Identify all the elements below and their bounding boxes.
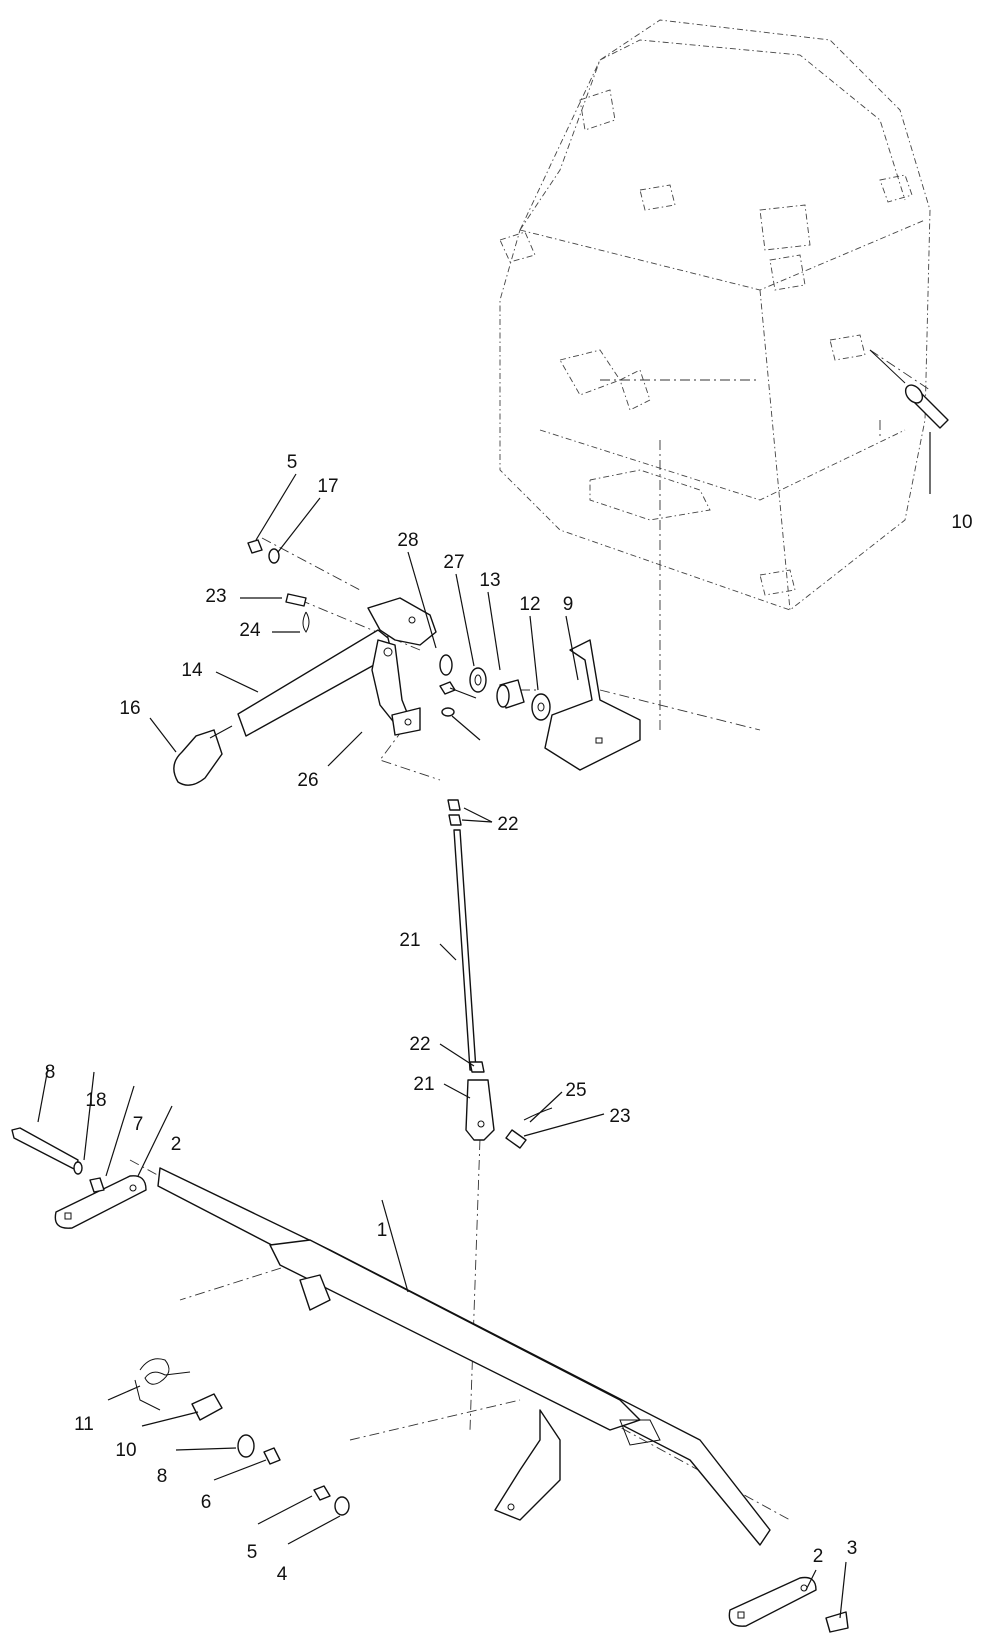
callout-8: 10: [115, 1440, 136, 1461]
callout-25: 27: [443, 552, 464, 573]
rod-part-20: [447, 799, 485, 1073]
callout-26: 28: [397, 530, 418, 551]
callout-24: 26: [297, 770, 318, 791]
callout-14: 13: [479, 570, 500, 591]
callout-23-top: 24: [239, 620, 261, 641]
callout-5-top: 5: [287, 452, 298, 473]
callout-9: 11: [74, 1414, 94, 1435]
callout-labels: 5 17 23 24 14 16 26 28 27 13 12 9 22 21 …: [45, 452, 973, 1585]
callout-7: 8: [45, 1062, 56, 1083]
callout-5-mid: 6: [201, 1492, 212, 1513]
callout-18-top: 17: [317, 476, 338, 497]
pivot-hardware: [439, 654, 551, 721]
callout-3: 3: [847, 1538, 858, 1559]
callout-19: 21: [413, 1074, 434, 1095]
callout-11: 9: [563, 594, 574, 615]
callout-22-top: 23: [205, 586, 226, 607]
callout-21-bottom: 22: [409, 1034, 430, 1055]
phantom-frame: [499, 19, 931, 611]
bar-part-1: [157, 1167, 771, 1546]
callout-12: 10: [951, 512, 972, 533]
callout-21-top: 22: [497, 814, 518, 835]
bracket-part-11: [544, 639, 641, 771]
callout-18-left: 18: [85, 1090, 106, 1111]
nut-washer-top-5-18: [247, 539, 280, 564]
nut-washer-5-4-lower: [313, 1485, 350, 1516]
callout-1: 1: [377, 1220, 388, 1241]
callout-13: 12: [519, 594, 540, 615]
bolt-stack-7-18-6: [11, 1127, 105, 1193]
pin-part-12: [869, 349, 949, 429]
plate-part-2-right: [728, 1576, 849, 1633]
callout-20: 21: [399, 930, 420, 951]
callout-4: 4: [277, 1564, 288, 1585]
lever-assembly-16-24: [237, 597, 437, 737]
callout-16: 14: [181, 660, 203, 681]
plate-part-2-left: [54, 1175, 147, 1229]
nut-washer-27-28: [439, 681, 456, 717]
leader-lines: [37, 432, 931, 1619]
callout-2-left: 2: [171, 1134, 182, 1155]
callout-17: 16: [119, 698, 140, 719]
callout-2-right: 2: [813, 1546, 824, 1567]
assembly-center-lines: [129, 349, 931, 1521]
callout-23-bottom: 25: [565, 1080, 586, 1101]
callout-10: 8: [157, 1466, 168, 1487]
callout-5-lower: 5: [247, 1542, 258, 1563]
callout-22-bottom: 23: [609, 1106, 630, 1127]
callout-6: 7: [133, 1114, 144, 1135]
grip-part-17: [173, 725, 233, 786]
spring-stack-9-8-10-5: [134, 1358, 281, 1465]
pin-clip-top-22-23: [285, 593, 310, 633]
